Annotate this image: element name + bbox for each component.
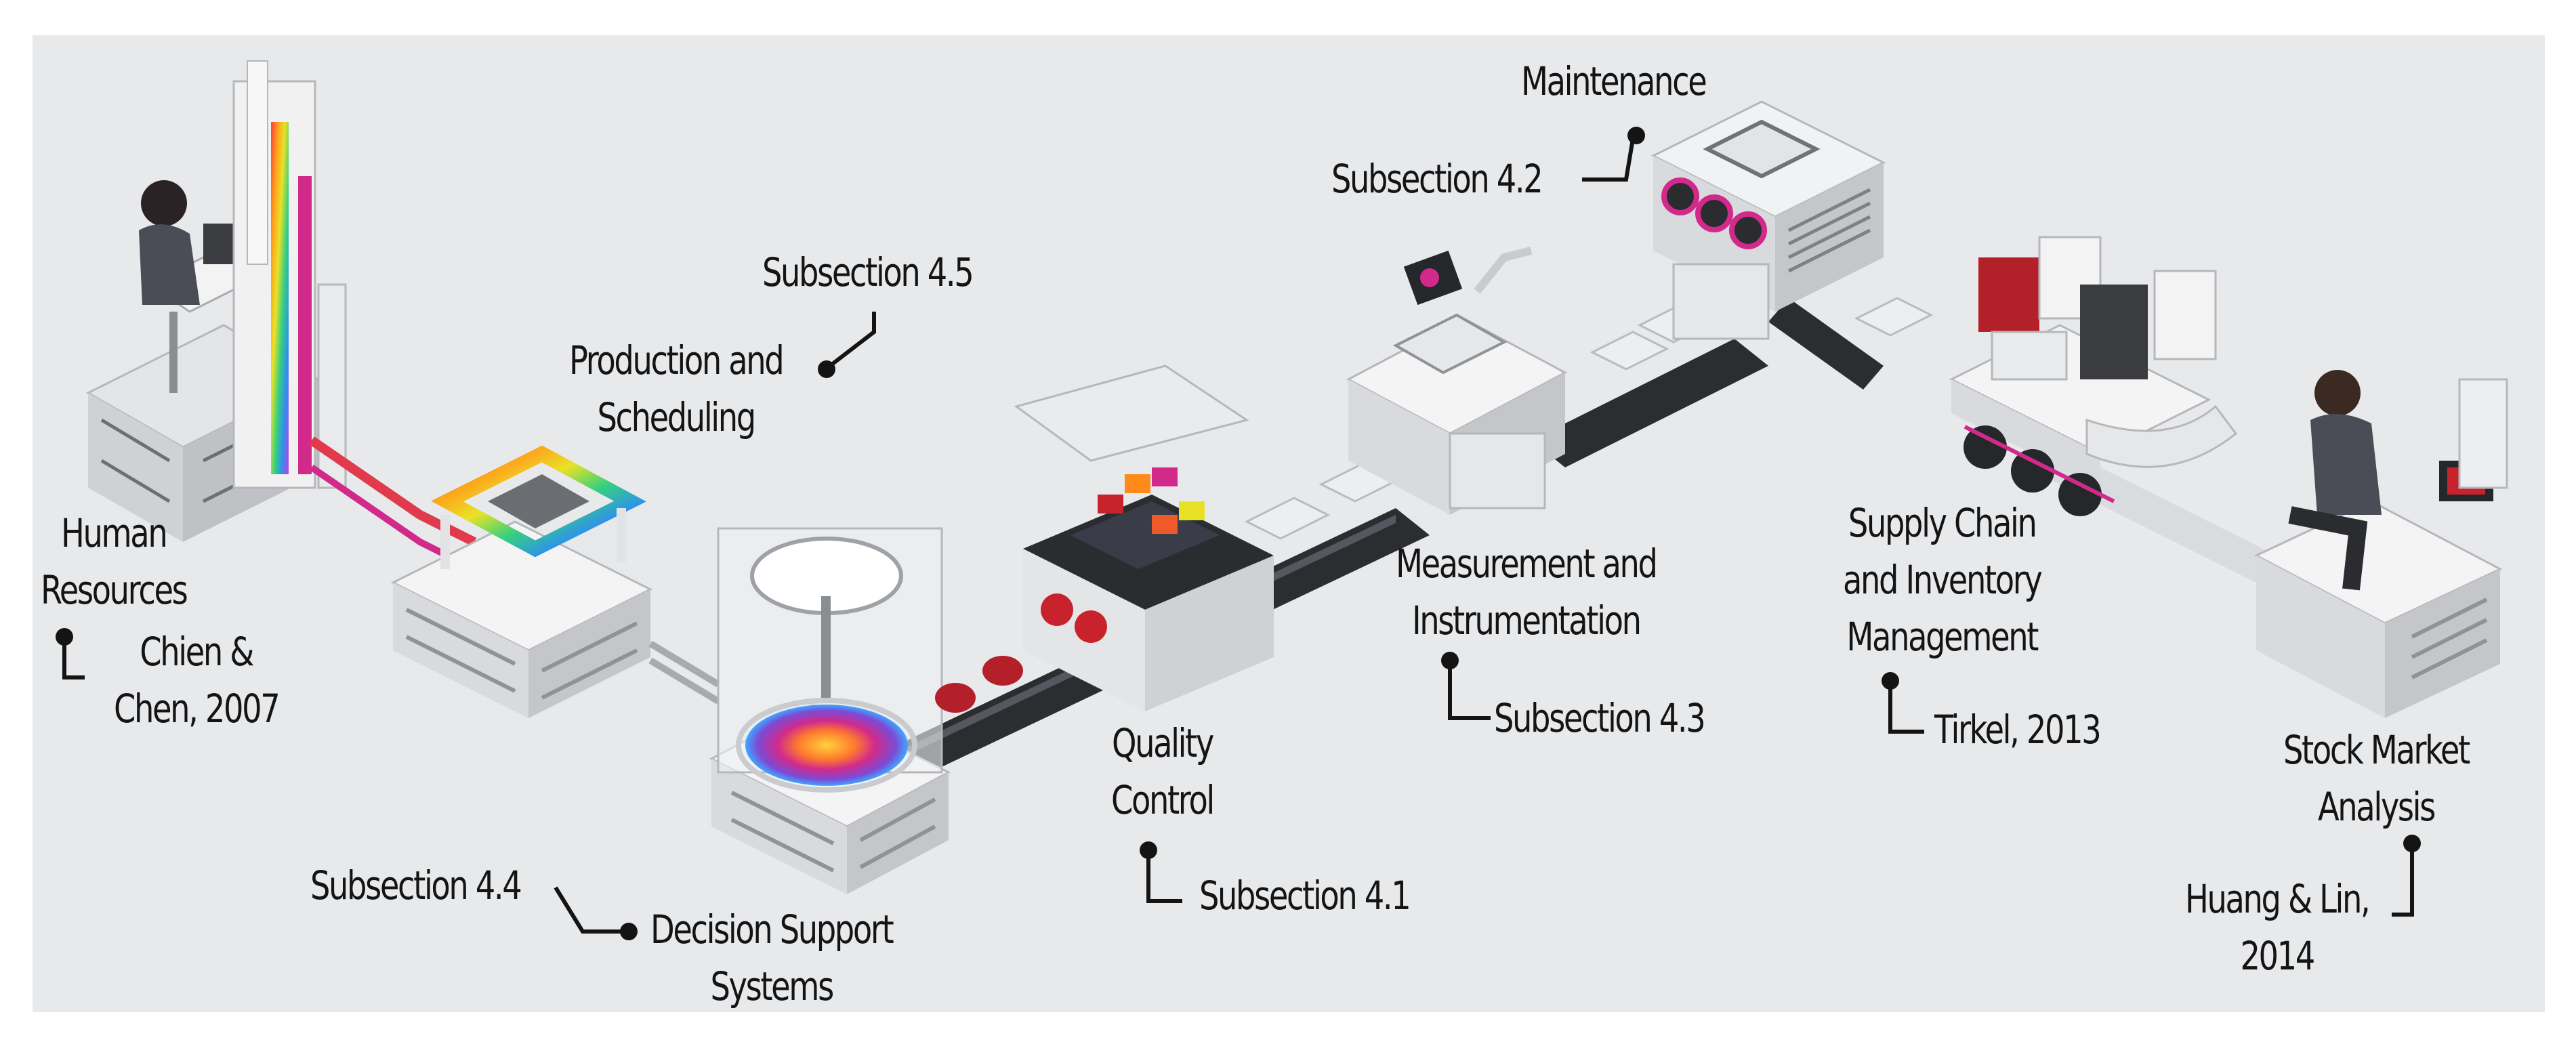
maintenance-label: Maintenance <box>1521 58 1707 104</box>
maintenance-reference: Subsection 4.2 <box>1331 156 1543 202</box>
measurement-machine-icon <box>1346 247 1568 515</box>
die-pattern <box>1098 467 1205 534</box>
human-resources-label: Human Resources <box>41 510 188 613</box>
callout-decision-support <box>554 886 623 934</box>
supply-truck-icon <box>1949 236 2238 516</box>
callout-stock-market <box>2392 850 2414 917</box>
callout-measurement <box>1448 667 1491 720</box>
stock-market-label: Stock Market Analysis <box>2283 727 2470 830</box>
callout-dots <box>56 127 2421 940</box>
production-machine-icon <box>390 445 720 718</box>
wafer-inspection-icon <box>709 527 951 894</box>
human-resources-reference: Chien & Chen, 2007 <box>114 629 281 732</box>
decision-support-reference: Subsection 4.4 <box>310 862 522 908</box>
workstation-icon <box>85 60 477 572</box>
quality-machine-icon <box>935 364 1274 713</box>
production-scheduling-reference: Subsection 4.5 <box>762 249 974 295</box>
supply-chain-label: Supply Chain and Inventory Management <box>1843 500 2043 660</box>
decision-support-label: Decision Support Systems <box>650 906 894 1009</box>
fan-row <box>1661 177 1767 249</box>
stock-market-reference: Huang & Lin, 2014 <box>2185 876 2371 979</box>
callout-quality <box>1146 857 1182 903</box>
callout-maintenance <box>1582 138 1635 182</box>
supply-chain-reference: Tirkel, 2013 <box>1934 707 2102 753</box>
callout-production <box>829 312 876 368</box>
quality-control-label: Quality Control <box>1111 720 1215 823</box>
callout-lines <box>62 138 2414 934</box>
quality-control-reference: Subsection 4.1 <box>1199 873 1411 919</box>
maintenance-machine-icon <box>1650 100 1886 340</box>
measurement-reference: Subsection 4.3 <box>1494 695 1706 741</box>
production-scheduling-label: Production and Scheduling <box>569 337 785 440</box>
measurement-label: Measurement and Instrumentation <box>1396 541 1658 644</box>
callout-supply-chain <box>1888 688 1924 734</box>
analyst-workstation-icon <box>2253 370 2508 718</box>
callout-human-resources <box>62 644 85 679</box>
